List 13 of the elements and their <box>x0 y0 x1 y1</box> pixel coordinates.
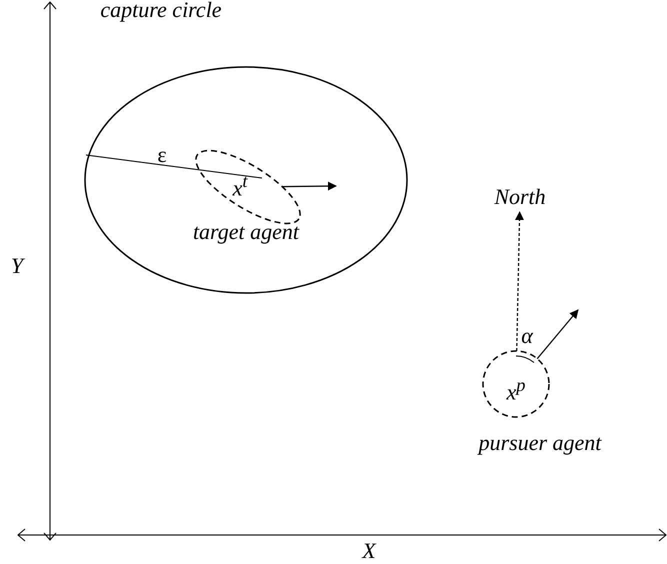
circle-label: capture circle <box>100 0 222 21</box>
arrow <box>282 182 337 191</box>
axis-label: X <box>362 540 376 562</box>
angle-label: α <box>521 325 533 347</box>
axis-label: Y <box>10 255 24 277</box>
agent-caption: pursuer agent <box>478 432 602 454</box>
agent-caption: target agent <box>192 221 300 243</box>
position-symbol: x$^{t}$ <box>232 172 248 200</box>
epsilon-label: ε <box>157 144 167 166</box>
arrow <box>515 211 524 352</box>
arrow <box>536 309 579 360</box>
direction-label: North <box>494 186 546 208</box>
position-symbol: x$^{p}$ <box>506 376 526 404</box>
